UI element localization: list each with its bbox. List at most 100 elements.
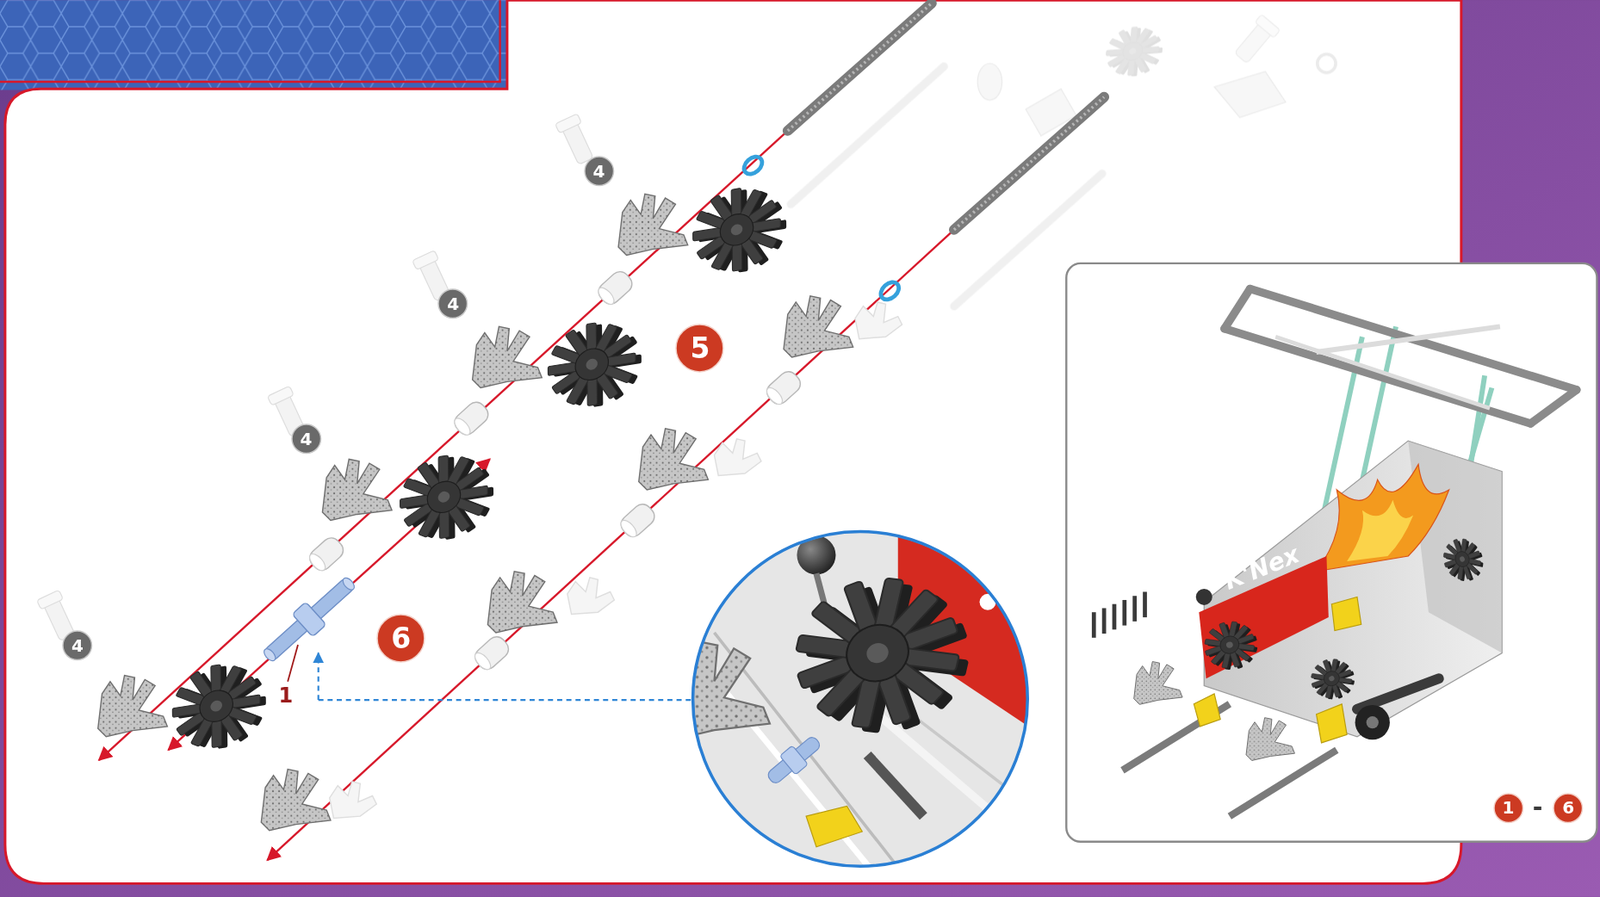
step-number: 6: [1552, 793, 1584, 825]
faded-parts: [1317, 54, 1336, 73]
dark-gear: [156, 645, 283, 769]
completed-model: [1132, 595, 1137, 622]
completed-model: [1530, 390, 1576, 424]
banner-border: [0, 0, 501, 82]
badge-circle: [62, 631, 93, 661]
completed-model: [1091, 612, 1097, 639]
badge-circle: [377, 614, 425, 663]
ghost-part: [713, 439, 762, 477]
blue-piece: [256, 570, 362, 670]
grey-connector: [783, 296, 854, 358]
completed-model: [1346, 500, 1414, 562]
grey-connector: [322, 458, 392, 521]
badge-circle: [584, 156, 614, 187]
zoom-detail: [806, 806, 863, 847]
ghost-part: [329, 781, 378, 819]
callout-badge: 4: [583, 155, 615, 187]
completed-model: [1407, 440, 1502, 653]
grey-rod: [787, 3, 1104, 230]
callout-number: 4: [583, 155, 615, 187]
faded-parts: [1214, 71, 1286, 118]
zoom-detail: [877, 714, 1021, 838]
completed-model: [1316, 464, 1450, 571]
ghost-part: [855, 302, 903, 340]
zoom-leader: [318, 699, 692, 701]
grey-connector: [260, 769, 331, 832]
completed-model: [1197, 613, 1265, 678]
completed-model: [1275, 336, 1490, 409]
zoom-detail: [658, 642, 770, 741]
completed-model: [1193, 694, 1221, 727]
assembly-axis: [99, 130, 788, 761]
faded-parts: [1231, 14, 1281, 67]
completed-model: [1331, 596, 1361, 631]
zoom-detail: [765, 735, 822, 786]
dark-gear: [676, 168, 803, 292]
badge-circle: [675, 324, 724, 373]
zoom-leader: [317, 653, 320, 701]
grey-rod: [954, 97, 1104, 230]
grey-rod: [954, 97, 1104, 230]
blue-piece: [291, 601, 327, 638]
step-number: 5: [675, 323, 725, 373]
completed-model: [1355, 705, 1390, 740]
step-number-badge: 1: [1493, 793, 1525, 825]
callout-number: 4: [291, 423, 323, 455]
white-spacer: [762, 367, 804, 408]
white-spacer: [471, 632, 512, 673]
zoom-detail: [762, 731, 826, 789]
zoom-detail: [658, 520, 1042, 879]
blue-piece: [262, 576, 356, 664]
completed-model: [1316, 704, 1348, 744]
ghost-part: [555, 113, 598, 167]
hex-banner: [0, 0, 508, 90]
badge-circle: [291, 424, 322, 454]
completed-model: [1229, 750, 1337, 817]
completed-model: [1203, 440, 1502, 738]
completed-model: [1305, 652, 1360, 707]
zoom-detail: [683, 520, 1042, 879]
completed-model: [1224, 289, 1251, 329]
callout-badge: 4: [62, 630, 94, 662]
step-number-badge: 6: [1552, 793, 1584, 825]
completed-model: [1250, 289, 1577, 391]
blue-ring: [877, 279, 903, 304]
faded-parts: [977, 63, 1002, 101]
white-spacer: [617, 500, 658, 540]
blue-piece: [261, 646, 278, 664]
faded-parts: [1097, 16, 1172, 87]
callout-badge: 4: [291, 423, 323, 455]
completed-model: [1093, 591, 1145, 638]
callout-number: 4: [62, 630, 94, 662]
grey-connector: [638, 428, 709, 490]
inset-frame: [1066, 263, 1597, 843]
step-number: 6: [376, 613, 426, 664]
completed-model: [1112, 604, 1117, 631]
zoom-detail: [779, 745, 808, 776]
badge-circle: [1553, 793, 1583, 824]
badge-circle: [438, 289, 468, 319]
completed-model: [1246, 718, 1295, 762]
badge-circle: [1494, 793, 1524, 824]
ghost-part: [567, 577, 615, 615]
step-number-badge: 5: [675, 323, 725, 373]
grey-connector: [98, 675, 168, 738]
completed-model: [1196, 589, 1213, 606]
step-number-badge: 6: [376, 613, 426, 664]
completed-model: [1142, 591, 1148, 618]
dark-gear: [384, 436, 510, 559]
step-range-dash: -: [1532, 795, 1544, 820]
completed-model: [1134, 662, 1183, 706]
step-number: 1: [1493, 793, 1525, 825]
white-spacer: [451, 398, 492, 439]
grey-rod: [787, 3, 932, 131]
faded-parts: [790, 66, 944, 205]
grey-connector: [618, 193, 689, 255]
zoom-detail: [775, 553, 991, 759]
callout-number: 4: [437, 288, 469, 320]
grey-rod: [787, 3, 932, 131]
completed-model: [1316, 326, 1501, 353]
